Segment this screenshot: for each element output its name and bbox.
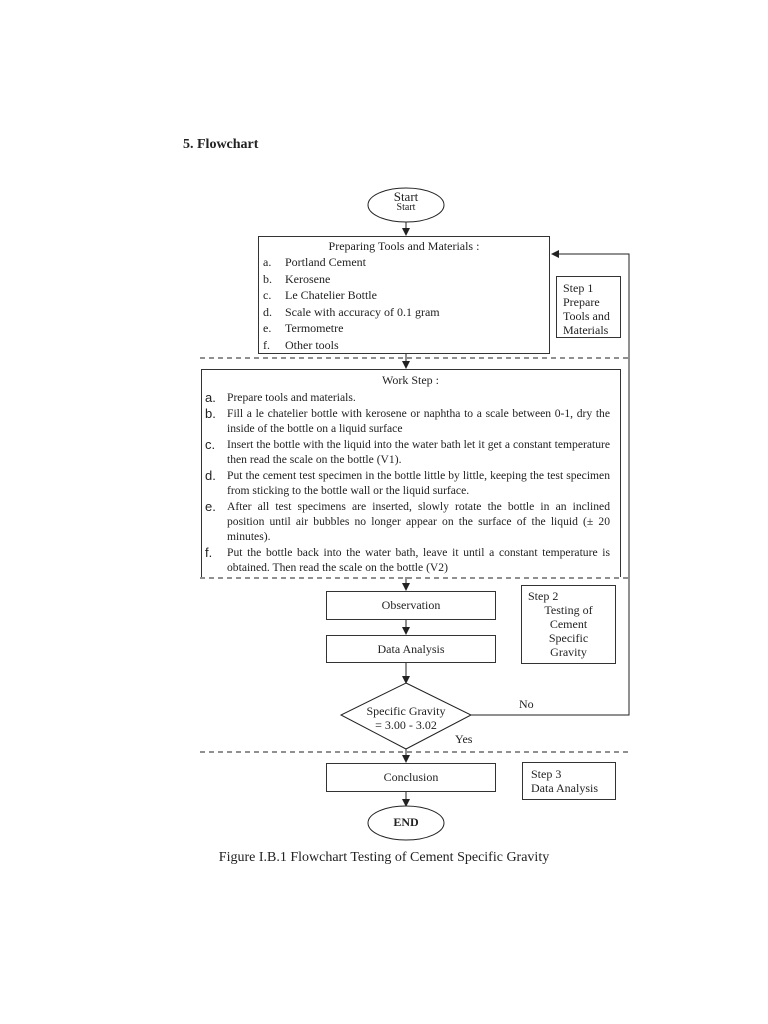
decision-diamond bbox=[339, 682, 473, 750]
figure-caption: Figure I.B.1 Flowchart Testing of Cement… bbox=[218, 850, 550, 865]
no-label: No bbox=[519, 697, 534, 711]
step3-box: Step 3 Data Analysis bbox=[522, 762, 616, 800]
work-step-box: Work Step : a.Prepare tools and material… bbox=[201, 369, 621, 577]
step1-box: Step 1 Prepare Tools and Materials bbox=[556, 276, 621, 338]
list-item: f.Other tools bbox=[263, 337, 339, 352]
prepare-title: Preparing Tools and Materials : bbox=[328, 239, 480, 253]
work-step-list: a.Prepare tools and materials. b.Fill a … bbox=[205, 390, 616, 575]
start-sublabel: Start bbox=[396, 202, 416, 213]
data-analysis-box: Data Analysis bbox=[326, 635, 496, 663]
list-item: e.Termometre bbox=[263, 321, 344, 335]
list-item: f.Put the bottle back into the water bat… bbox=[205, 545, 610, 574]
list-item: a.Portland Cement bbox=[263, 255, 366, 269]
section-heading: 5. Flowchart bbox=[183, 137, 259, 152]
prepare-list: a.Portland Cement b.Kerosene c.Le Chatel… bbox=[263, 254, 545, 353]
loop-back-no-path bbox=[471, 250, 630, 716]
list-item: c.Le Chatelier Bottle bbox=[263, 288, 377, 302]
prepare-box: Preparing Tools and Materials : a.Portla… bbox=[258, 236, 550, 354]
end-label: END bbox=[393, 815, 419, 829]
list-item: b.Fill a le chatelier bottle with kerose… bbox=[205, 406, 610, 435]
list-item: b.Kerosene bbox=[263, 271, 331, 286]
observation-box: Observation bbox=[326, 591, 496, 620]
yes-label: Yes bbox=[455, 732, 473, 746]
list-item: c.Insert the bottle with the liquid into… bbox=[205, 437, 610, 466]
work-step-title: Work Step : bbox=[381, 373, 440, 387]
start-label: Start bbox=[393, 189, 419, 204]
conclusion-box: Conclusion bbox=[326, 763, 496, 792]
decision-text: Specific Gravity = 3.00 - 3.02 bbox=[366, 704, 446, 732]
start-terminal bbox=[367, 187, 445, 223]
step2-box: Step 2 Testing of Cement Specific Gravit… bbox=[521, 585, 616, 664]
list-item: d.Put the cement test specimen in the bo… bbox=[205, 468, 610, 497]
list-item: e.After all test specimens are inserted,… bbox=[205, 499, 610, 543]
list-item: a.Prepare tools and materials. bbox=[205, 390, 356, 405]
list-item: d.Scale with accuracy of 0.1 gram bbox=[263, 304, 440, 319]
end-terminal bbox=[367, 805, 445, 841]
